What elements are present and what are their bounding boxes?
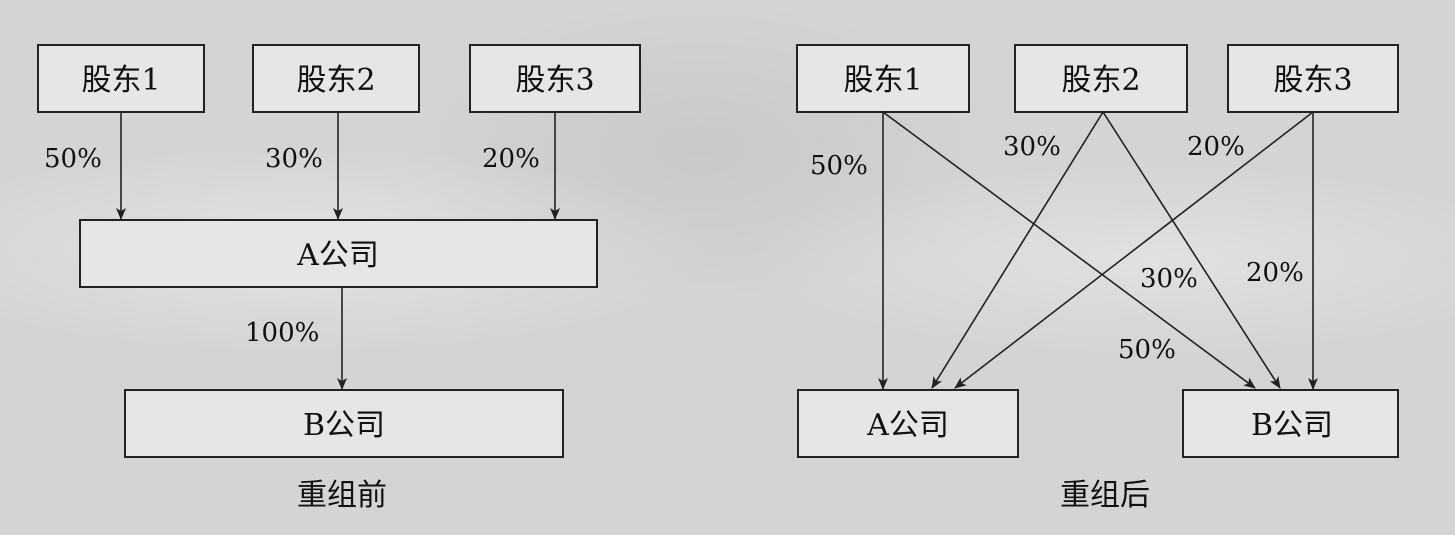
before-company-b: B公司 xyxy=(124,389,564,458)
after-edge-s2-a xyxy=(931,111,1104,389)
after-shareholder-3: 股东3 xyxy=(1227,44,1399,113)
before-diagram: 股东1 股东2 股东3 A公司 B公司 50% 30% 20% 100% xyxy=(37,44,641,513)
after-edge-s2-a-label: 30% xyxy=(1003,132,1061,162)
after-edge-s2-b-label: 30% xyxy=(1140,264,1198,294)
before-company-a: A公司 xyxy=(79,219,598,288)
after-edge-s2-b xyxy=(1102,111,1281,389)
after-edge-s1-a-label: 50% xyxy=(810,151,868,181)
after-shareholder-1-label: 股东1 xyxy=(843,63,922,98)
after-company-b: B公司 xyxy=(1182,389,1399,458)
before-shareholder-1-label: 股东1 xyxy=(81,63,160,98)
after-shareholder-3-label: 股东3 xyxy=(1273,63,1352,98)
before-shareholder-3: 股东3 xyxy=(469,44,641,113)
after-shareholder-1: 股东1 xyxy=(796,44,970,113)
before-caption: 重组前 xyxy=(297,478,387,513)
after-edge-s3-a-label: 20% xyxy=(1187,132,1245,162)
before-shareholder-3-label: 股东3 xyxy=(515,63,594,98)
before-shareholder-1: 股东1 xyxy=(37,44,205,113)
after-edge-s1-b xyxy=(882,111,1256,389)
before-edge-a-b-label: 100% xyxy=(245,318,319,348)
after-company-b-label: B公司 xyxy=(1251,408,1333,443)
before-edge-s3-a-label: 20% xyxy=(482,144,540,174)
after-shareholder-2-label: 股东2 xyxy=(1061,63,1140,98)
after-company-a: A公司 xyxy=(797,389,1019,458)
after-edge-s3-b-label: 20% xyxy=(1246,258,1304,288)
before-company-a-label: A公司 xyxy=(296,238,379,273)
before-edge-s2-a-label: 30% xyxy=(265,144,323,174)
after-caption: 重组后 xyxy=(1060,478,1150,513)
after-shareholder-2: 股东2 xyxy=(1014,44,1188,113)
before-shareholder-2: 股东2 xyxy=(252,44,420,113)
after-edge-s3-a xyxy=(954,111,1314,389)
after-diagram: 股东1 股东2 股东3 A公司 B公司 50% 30% 20% 3 xyxy=(796,44,1399,513)
before-edge-s1-a-label: 50% xyxy=(44,144,102,174)
before-shareholder-2-label: 股东2 xyxy=(296,63,375,98)
after-company-a-label: A公司 xyxy=(866,408,949,443)
before-company-b-label: B公司 xyxy=(303,408,385,443)
after-edge-s1-b-label: 50% xyxy=(1118,335,1176,365)
